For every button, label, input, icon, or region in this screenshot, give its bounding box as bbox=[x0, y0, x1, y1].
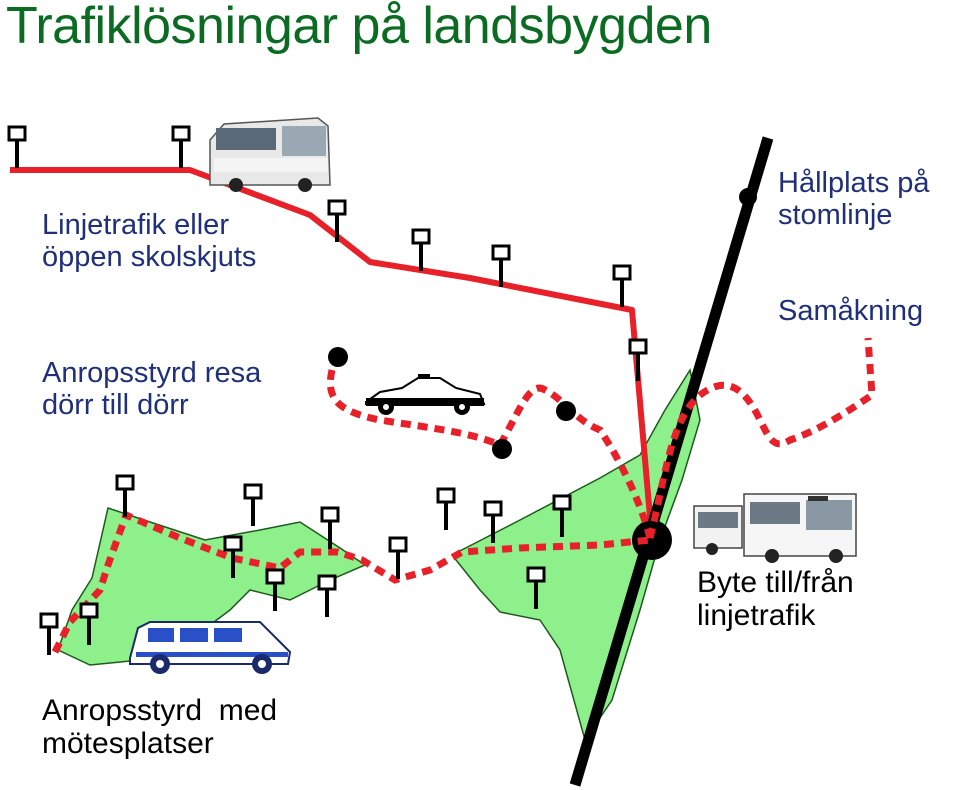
bus-stop-sign-icon bbox=[388, 536, 408, 579]
pickup-point-2 bbox=[556, 401, 576, 421]
bus-stop-sign-icon bbox=[7, 125, 27, 168]
bus-stop-sign-icon bbox=[483, 500, 503, 543]
articulated-bus-icon bbox=[693, 493, 857, 563]
coach-bus-icon bbox=[209, 117, 331, 192]
minibus-icon bbox=[129, 621, 292, 674]
line-traffic-route bbox=[10, 167, 655, 541]
trunk-stop-label-line2: stomlinje bbox=[778, 198, 893, 231]
taxi-route bbox=[326, 369, 654, 539]
bus-stop-sign-icon bbox=[79, 602, 99, 645]
meeting-route bbox=[51, 510, 651, 654]
on-demand-label-line1: Anropsstyrd resa bbox=[42, 357, 262, 389]
meeting-points-label-line2: mötesplatser bbox=[42, 727, 214, 760]
trunk-stop-label-line1: Hållplats på bbox=[778, 167, 930, 199]
pickup-point-1 bbox=[328, 347, 348, 367]
bus-stop-sign-icon bbox=[552, 494, 572, 537]
trunk-line bbox=[569, 136, 774, 787]
transfer-point-marker bbox=[632, 520, 672, 560]
bus-stop-sign-icon bbox=[171, 125, 191, 168]
line-traffic-label-line2: öppen skolskjuts bbox=[42, 240, 257, 273]
bus-stop-sign-icon bbox=[612, 264, 632, 307]
transfer-label-line2: linjetrafik bbox=[697, 599, 816, 632]
bus-stop-sign-icon bbox=[491, 244, 511, 287]
on-demand-label-line2: dörr till dörr bbox=[42, 388, 189, 421]
bus-stop-sign-icon bbox=[628, 338, 648, 381]
bus-stop-sign-icon bbox=[223, 535, 243, 578]
bus-stop-sign-icon bbox=[39, 612, 59, 655]
trunk-stop-marker bbox=[739, 188, 757, 206]
bus-stop-sign-icon bbox=[411, 228, 431, 271]
taxi-icon bbox=[365, 374, 486, 415]
page-title: Trafiklösningar på landsbygden bbox=[6, 0, 712, 55]
bus-stop-sign-icon bbox=[265, 568, 285, 611]
carpool-label: Samåkning bbox=[778, 295, 924, 327]
carpool-route bbox=[646, 337, 876, 539]
bus-stop-sign-icon bbox=[327, 199, 347, 242]
bus-stop-sign-icon bbox=[526, 566, 546, 609]
bus-stop-sign-icon bbox=[320, 506, 340, 549]
bus-stop-sign-icon bbox=[436, 487, 456, 530]
bus-stop-signs bbox=[7, 125, 648, 655]
bus-stop-sign-icon bbox=[115, 474, 135, 517]
line-traffic-label-line1: Linjetrafik eller bbox=[42, 209, 229, 241]
meeting-points-label-line1: Anropsstyrd med bbox=[42, 694, 278, 727]
transfer-label-line1: Byte till/från bbox=[697, 566, 854, 599]
pickup-point-3 bbox=[492, 439, 512, 459]
bus-stop-sign-icon bbox=[317, 574, 337, 617]
bus-stop-sign-icon bbox=[243, 483, 263, 526]
